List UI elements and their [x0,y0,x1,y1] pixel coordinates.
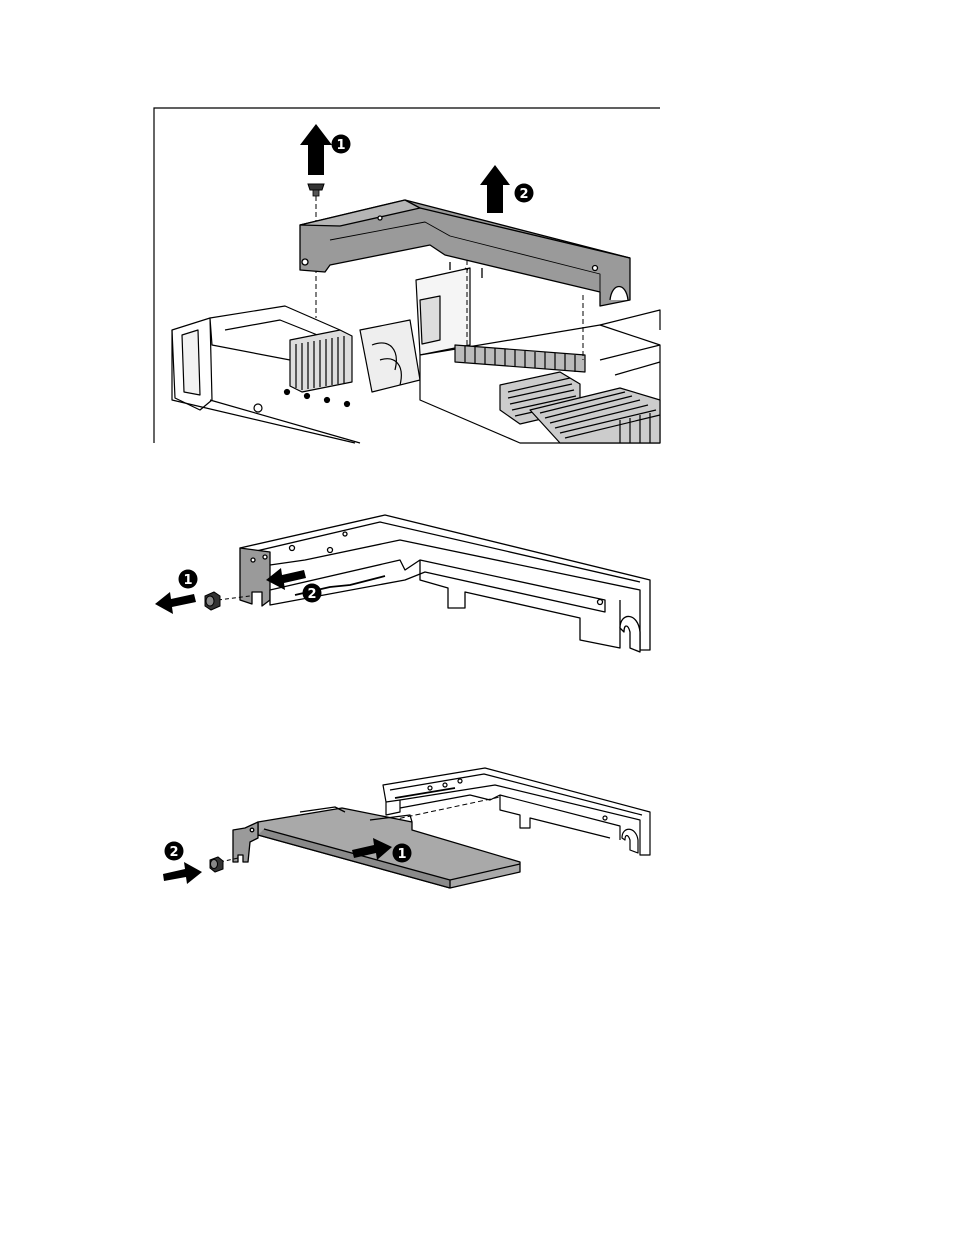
callout-1: 1 [332,135,351,154]
callout-1-label: 1 [397,847,406,862]
riser-cage [240,515,650,652]
callout-1: 1 [393,844,412,863]
callout-2-label: 2 [519,187,528,202]
figure-remove-expansion-blank: 1 2 [155,515,650,652]
callout-2: 2 [165,842,184,861]
figure-remove-riser-cage: 1 2 [154,108,660,443]
callout-2-label: 2 [169,845,178,860]
heatsink-left [290,330,352,392]
screw [308,184,324,196]
callout-2-label: 2 [307,587,316,602]
callout-1-label: 1 [183,573,192,588]
figure-install-expansion-board: 2 1 [163,768,650,888]
up-arrow-2 [480,165,510,213]
right-arrow-2 [163,862,202,884]
callout-1: 1 [179,570,198,589]
board-bracket [233,822,258,862]
screw [210,857,223,872]
callout-2: 2 [515,184,534,203]
callout-2: 2 [303,584,322,603]
up-arrow-1 [300,124,332,175]
callout-1-label: 1 [336,138,345,153]
left-arrow-1 [155,592,196,614]
screw [205,592,220,610]
server-chassis [172,268,660,443]
